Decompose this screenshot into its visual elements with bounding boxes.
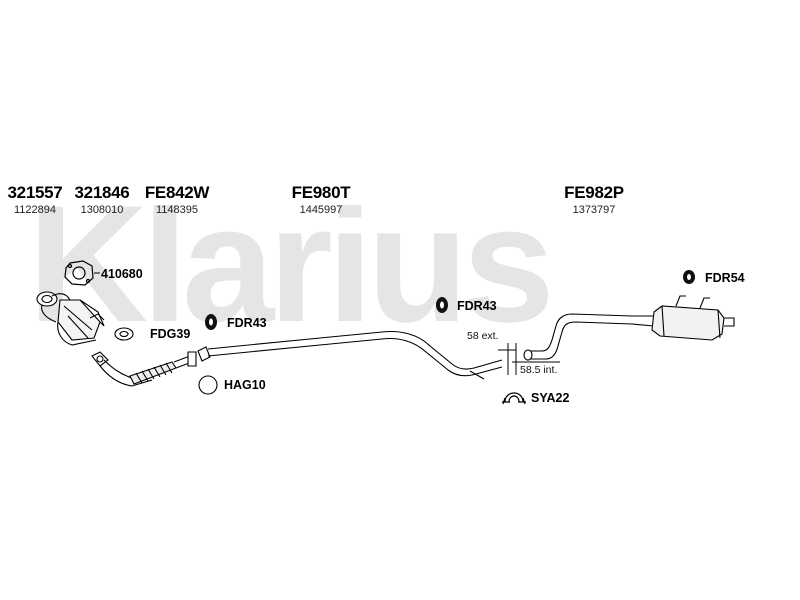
label-fdr54: FDR54 bbox=[705, 271, 745, 285]
label-fdr43-center: FDR43 bbox=[457, 299, 497, 313]
catalytic-converter-icon[interactable] bbox=[36, 291, 105, 346]
part-code: FE982P bbox=[564, 183, 624, 202]
part-number: 1148395 bbox=[155, 204, 198, 216]
dimension-int: 58.5 int. bbox=[520, 364, 558, 376]
part-number: 1373797 bbox=[572, 204, 616, 216]
part-header-fe982p[interactable]: FE982P 1373797 bbox=[556, 183, 632, 217]
part-number: 1445997 bbox=[299, 204, 343, 216]
hanger-ring-hag10-icon[interactable] bbox=[198, 375, 218, 395]
part-header-321846[interactable]: 321846 1308010 bbox=[71, 183, 133, 217]
part-code: 321557 bbox=[7, 183, 63, 202]
gasket-410680-icon[interactable] bbox=[64, 260, 94, 286]
dimension-ext: 58 ext. bbox=[467, 330, 499, 342]
label-hag10: HAG10 bbox=[224, 378, 266, 392]
label-sya22: SYA22 bbox=[531, 391, 570, 405]
rubber-hanger-fdr54-icon[interactable] bbox=[683, 270, 695, 284]
part-header-fe980t[interactable]: FE980T 1445997 bbox=[283, 183, 359, 217]
part-header-321557[interactable]: 321557 1122894 bbox=[4, 183, 66, 217]
pipe-joint-icon[interactable] bbox=[498, 343, 560, 375]
label-fdg39: FDG39 bbox=[150, 327, 191, 341]
center-pipe-icon[interactable] bbox=[197, 330, 503, 380]
label-410680: 410680 bbox=[101, 267, 143, 281]
rear-silencer-icon[interactable] bbox=[523, 295, 735, 361]
part-number: 1308010 bbox=[80, 204, 124, 216]
part-code: FE980T bbox=[291, 183, 351, 202]
front-pipe-icon[interactable] bbox=[91, 351, 197, 387]
part-number: 1122894 bbox=[13, 204, 56, 216]
clamp-sya22-icon[interactable] bbox=[502, 392, 526, 405]
part-code: 321846 bbox=[74, 183, 130, 202]
part-header-fe842w[interactable]: FE842W 1148395 bbox=[139, 183, 215, 217]
part-code: FE842W bbox=[144, 183, 210, 202]
label-fdr43-left: FDR43 bbox=[227, 316, 267, 330]
rubber-hanger-fdr43-left-icon[interactable] bbox=[205, 314, 217, 330]
klarius-watermark-logo: Klarius bbox=[28, 205, 555, 325]
gasket-fdg39-icon[interactable] bbox=[114, 327, 134, 341]
rubber-hanger-fdr43-center-icon[interactable] bbox=[436, 297, 448, 313]
